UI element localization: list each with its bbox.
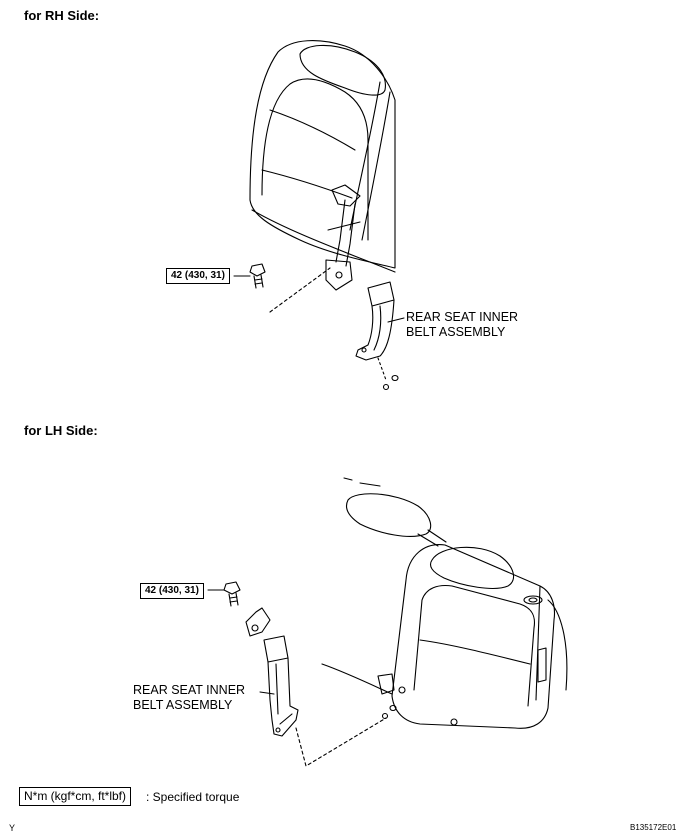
lh-section-title: for LH Side: [24,423,98,438]
rh-part-label-line1: REAR SEAT INNER [406,310,519,324]
figure-id-code: B135172E01 [630,823,677,832]
lh-buckle-leader-line [295,717,387,767]
footer-left-code: Y [9,823,16,833]
torque-legend-description: : Specified torque [146,790,240,804]
lh-belt-buckle-illustration [263,635,299,737]
rh-belt-buckle-illustration [355,281,395,361]
rh-section-title: for RH Side: [24,8,100,23]
lh-washer-icon [381,712,389,720]
lh-nut-icon [389,704,397,712]
lh-part-label-leader [259,691,275,695]
lh-torque-value-box: 42 (430, 31) [140,583,204,599]
rh-part-label-line2: BELT ASSEMBLY [406,325,506,339]
torque-unit-legend-box: N*m (kgf*cm, ft*lbf) [19,787,132,806]
lh-seat-illustration [321,477,568,729]
lh-part-label: REAR SEAT INNER BELT ASSEMBLY [133,683,245,713]
rh-seatback-illustration [249,40,396,291]
rh-buckle-leader-line [377,357,387,381]
rh-nut-icon [391,374,399,382]
lh-bolt-icon [223,581,241,607]
rh-bolt-leader-line [269,267,331,313]
lh-part-label-line2: BELT ASSEMBLY [133,698,233,712]
lh-anchor-bracket-illustration [245,607,271,637]
rh-washer-icon [382,383,390,391]
rh-part-label: REAR SEAT INNER BELT ASSEMBLY [406,310,518,340]
lh-part-label-line1: REAR SEAT INNER [133,683,246,697]
rh-bolt-icon [249,263,266,289]
rh-torque-value-box: 42 (430, 31) [166,268,230,284]
rh-part-label-leader [387,317,405,323]
